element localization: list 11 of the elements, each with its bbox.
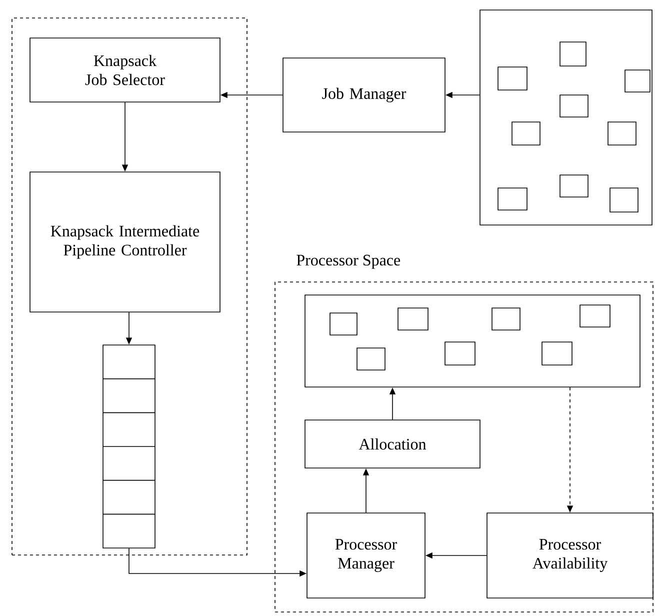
queue-drawing (102, 344, 156, 548)
process-box: Processor Manager (306, 512, 426, 598)
process-box: Processor Availability (486, 512, 654, 598)
pool-drawing (480, 10, 652, 226)
process-box: Knapsack Job Selector (30, 38, 220, 102)
process-box: Allocation (304, 420, 480, 468)
region-heading: Processor Space (296, 254, 400, 269)
dashed-region (12, 18, 248, 556)
process-box: Knapsack Intermediate Pipeline Controller (30, 172, 220, 312)
process-box: Job Manager (282, 58, 446, 132)
pool-drawing (304, 294, 640, 388)
